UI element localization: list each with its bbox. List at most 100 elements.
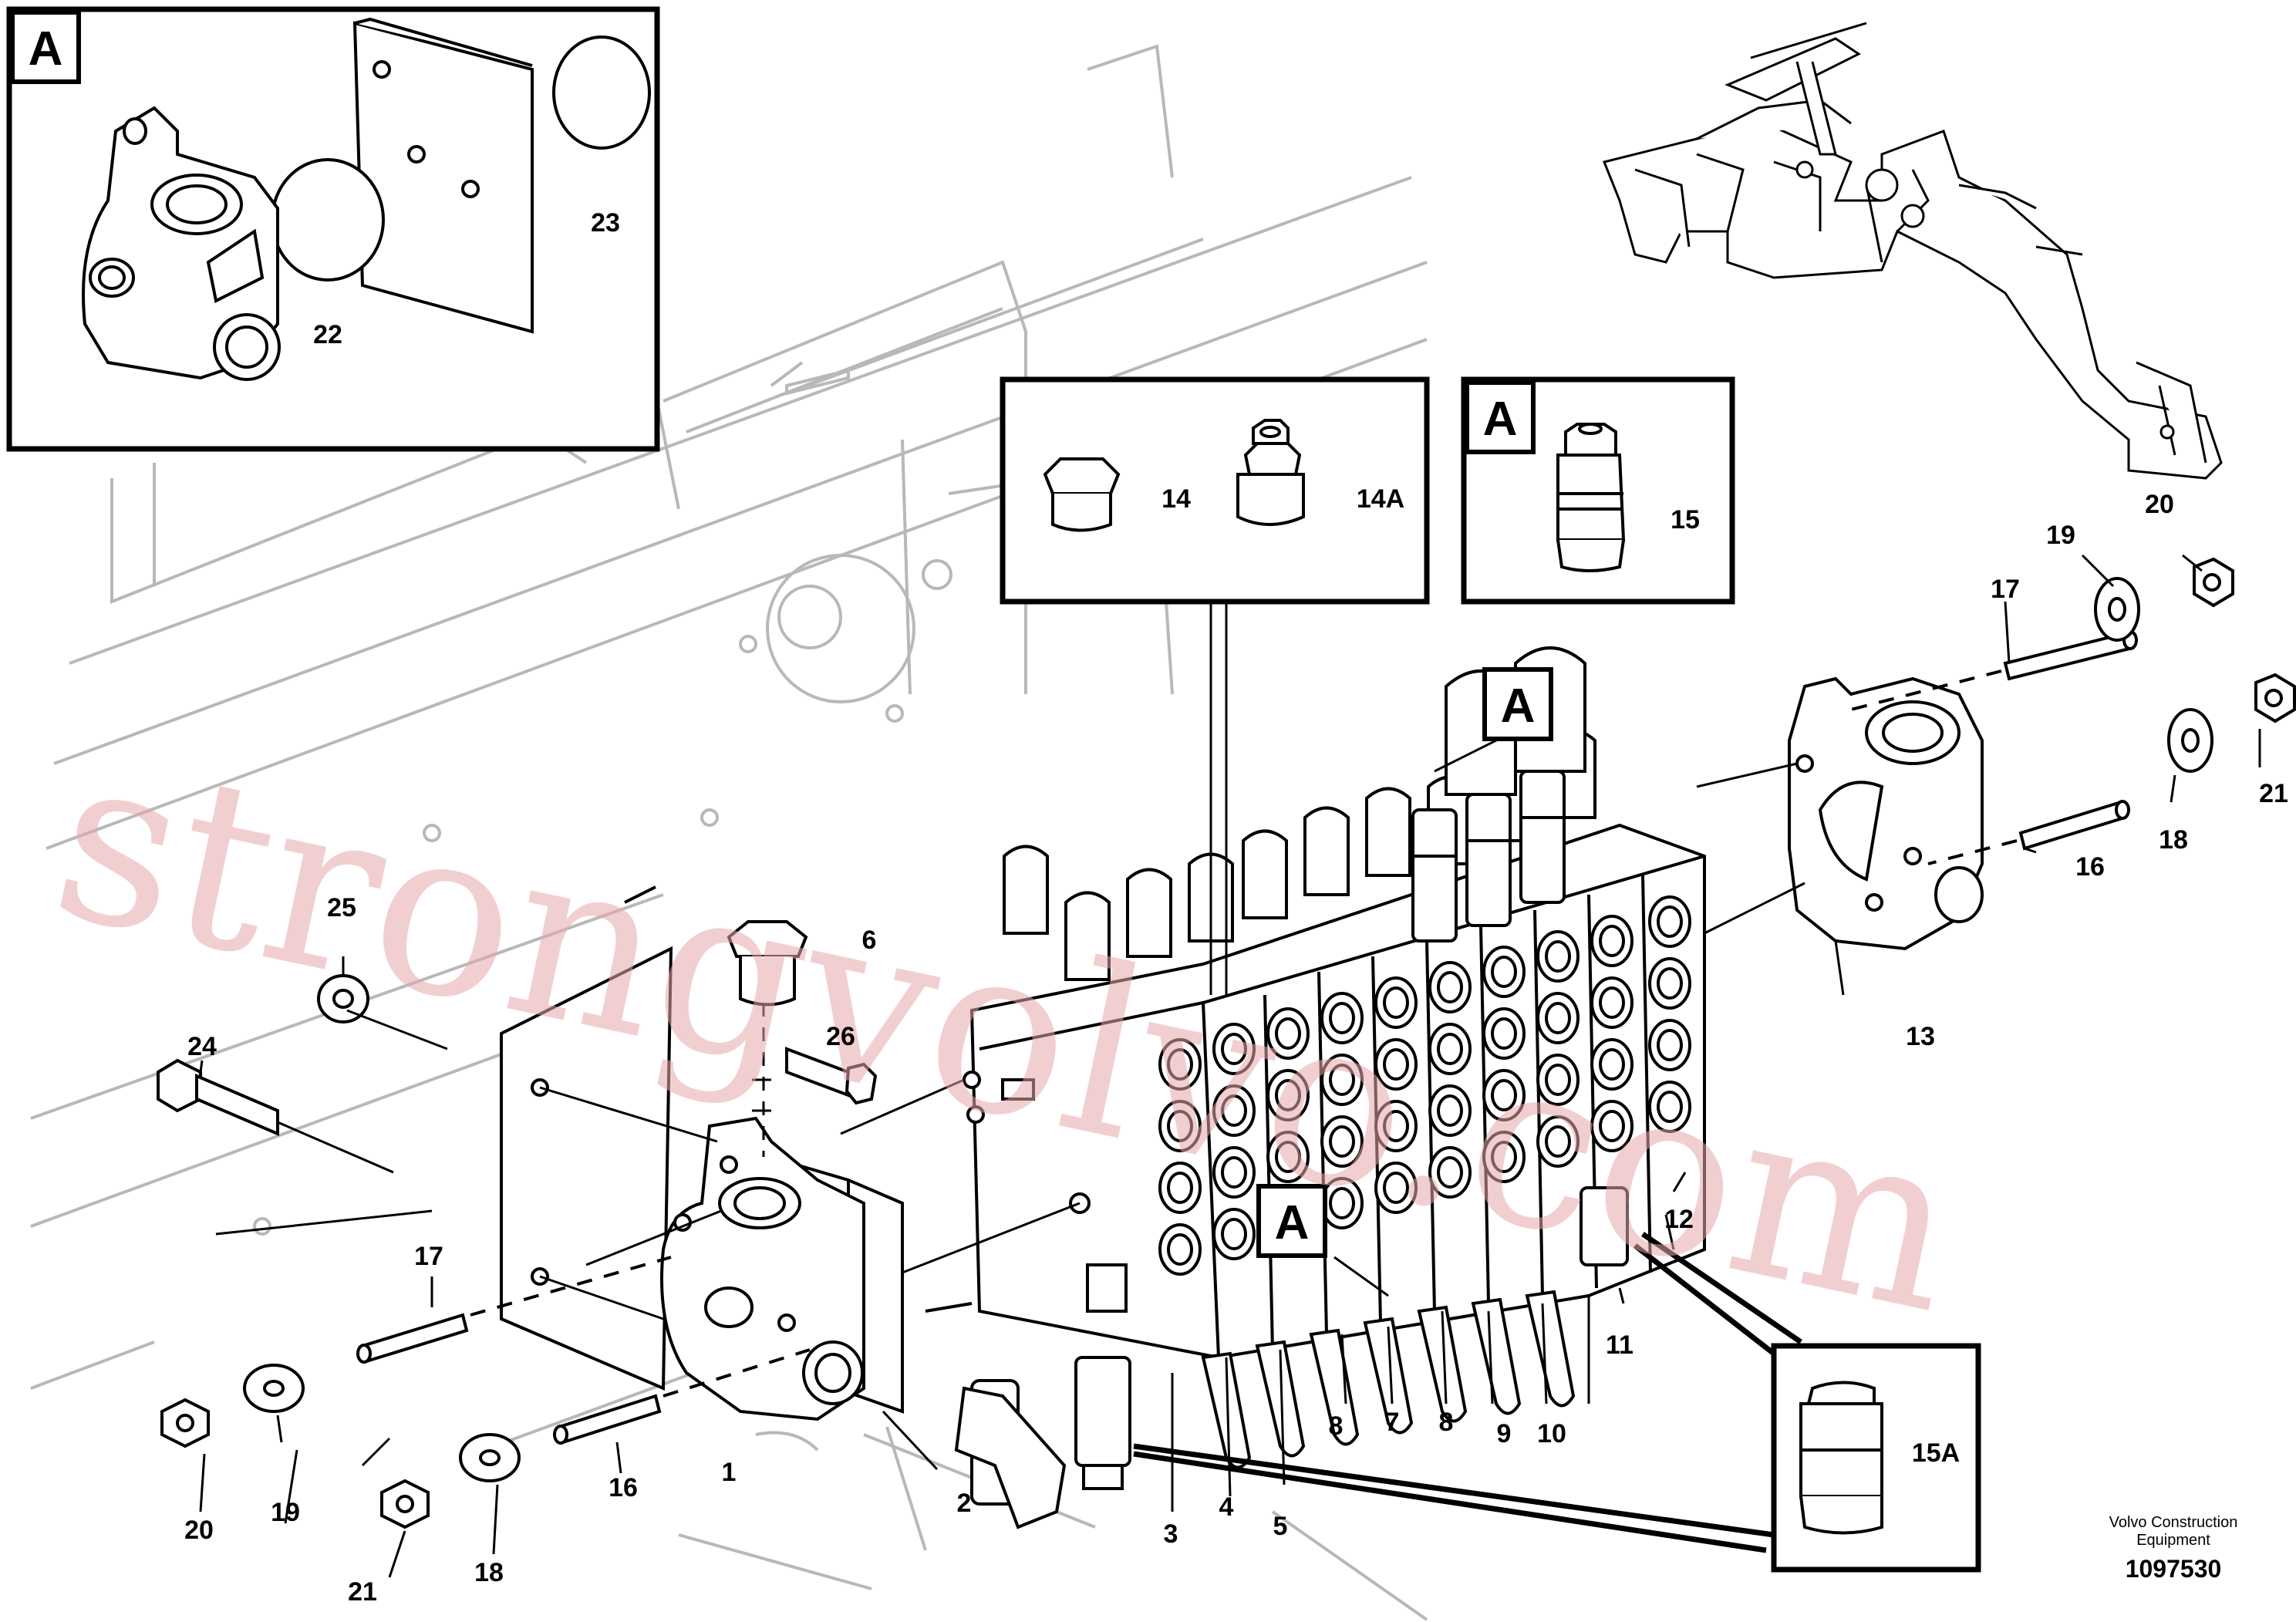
spool-lever: [1471, 1297, 1522, 1415]
tie-rods: [356, 630, 2138, 1445]
port-inner: [1437, 971, 1463, 1003]
spool-lever: [1363, 1317, 1414, 1435]
inset-label-a: A: [29, 22, 63, 76]
callout-lines-15A: [1133, 1232, 1802, 1553]
spool-lever: [1255, 1340, 1306, 1458]
part-label-23: 23: [591, 208, 620, 238]
port-inner: [1167, 1172, 1193, 1204]
part-label-16: 16: [2075, 852, 2105, 882]
relief-valve: [1411, 808, 1458, 943]
part-label-21: 21: [348, 1577, 377, 1607]
part-label-9: 9: [1497, 1419, 1512, 1448]
port-inner: [1657, 967, 1683, 1000]
machine-overview: [1602, 22, 2223, 480]
port-inner: [1657, 1029, 1683, 1061]
port-inner: [1329, 1125, 1355, 1158]
spool-cap: [1242, 829, 1288, 919]
port-inner: [1545, 1125, 1571, 1158]
port-inner: [1599, 925, 1625, 957]
port-inner: [1383, 1172, 1409, 1204]
callout-label-a: A: [1275, 1196, 1310, 1249]
port-inner: [1657, 905, 1683, 938]
part-label-14a: 14A: [1357, 484, 1404, 514]
part-label-8: 8: [1329, 1411, 1344, 1441]
spool-cap: [1303, 806, 1350, 896]
port-inner: [1545, 1064, 1571, 1096]
port-inner: [1167, 1110, 1193, 1142]
callout-a-box-lower: [1256, 1184, 1327, 1258]
spool-lever: [1309, 1328, 1360, 1446]
spool-lever: [1417, 1305, 1468, 1423]
port-inner: [1221, 1218, 1247, 1250]
inset-plugs: [1000, 376, 1430, 605]
port-inner: [1383, 986, 1409, 1019]
part-label-16: 16: [609, 1473, 638, 1502]
part-label-8: 8: [1439, 1408, 1454, 1437]
port-inner: [1437, 1094, 1463, 1127]
part-label-22: 22: [313, 320, 342, 349]
relief-valve: [1465, 793, 1512, 927]
part-label-20: 20: [2145, 490, 2174, 519]
port-inner: [1491, 1017, 1517, 1050]
part-label-3: 3: [1164, 1519, 1178, 1549]
port-inner: [1599, 1110, 1625, 1142]
port-inner: [1221, 1094, 1247, 1127]
spool-cap: [1064, 891, 1111, 981]
port-inner: [1275, 1017, 1301, 1050]
part-label-2: 2: [957, 1489, 972, 1518]
inlet-section: [660, 1116, 865, 1421]
inset-label-a: A: [1483, 393, 1518, 446]
part-label-25: 25: [327, 893, 356, 922]
part-label-18: 18: [474, 1558, 504, 1587]
part-label-14: 14: [1161, 484, 1191, 514]
valve-ports: [1158, 895, 1691, 1276]
port-inner: [1491, 956, 1517, 988]
brand-line-2: Equipment: [2136, 1532, 2210, 1549]
part-label-19: 19: [2046, 521, 2075, 550]
brand-line-1: Volvo Construction: [2109, 1514, 2238, 1531]
port-inner: [1275, 1141, 1301, 1173]
part-label-15a: 15A: [1912, 1438, 1960, 1468]
inset-relief-valve: [1461, 376, 1735, 605]
document-number: 1097530: [2126, 1555, 2222, 1583]
relief-valve: [1519, 770, 1566, 904]
port-inner: [1437, 1156, 1463, 1189]
part-label-17: 17: [1991, 575, 2020, 604]
port-inner: [1599, 1048, 1625, 1081]
spool-lever: [1525, 1290, 1576, 1408]
callout-a-box-upper: [1482, 667, 1553, 741]
part-label-15: 15: [1671, 505, 1700, 534]
part-label-5: 5: [1273, 1512, 1288, 1541]
outlet-section: [1788, 676, 1984, 951]
part-label-4: 4: [1219, 1492, 1234, 1522]
part-label-6: 6: [862, 926, 877, 955]
inset-a-inlet: [6, 6, 660, 452]
spool-cap: [1003, 845, 1049, 935]
port-inner: [1437, 1033, 1463, 1065]
port-inner: [1383, 1048, 1409, 1081]
part-label-13: 13: [1906, 1022, 1935, 1051]
port-inner: [1167, 1048, 1193, 1081]
valve-levers: [1201, 1290, 1576, 1469]
port-inner: [1383, 1110, 1409, 1142]
inset-15A: [1771, 1343, 1981, 1573]
port-inner: [1329, 1187, 1355, 1219]
part-label-7: 7: [1385, 1408, 1400, 1437]
part-label-19: 19: [271, 1498, 300, 1527]
port-inner: [1275, 1079, 1301, 1111]
port-inner: [1545, 1002, 1571, 1034]
washers-nuts: [157, 557, 2296, 1529]
port-inner: [1599, 986, 1625, 1019]
part-label-1: 1: [722, 1458, 737, 1487]
part-labels: 1 2 3 4 5 6 7 8 8 9 10 11 12 13 14 14A 1…: [184, 208, 2288, 1607]
part-label-12: 12: [1664, 1205, 1694, 1234]
port-inner: [1221, 1033, 1247, 1065]
port-inner: [1221, 1156, 1247, 1189]
spool-cap: [1126, 868, 1172, 958]
port-inner: [1491, 1079, 1517, 1111]
port-inner: [1329, 1002, 1355, 1034]
port-inner: [1657, 1091, 1683, 1123]
spool-cap: [1365, 787, 1411, 877]
part-label-11: 11: [1606, 1330, 1633, 1360]
port-inner: [1491, 1141, 1517, 1173]
